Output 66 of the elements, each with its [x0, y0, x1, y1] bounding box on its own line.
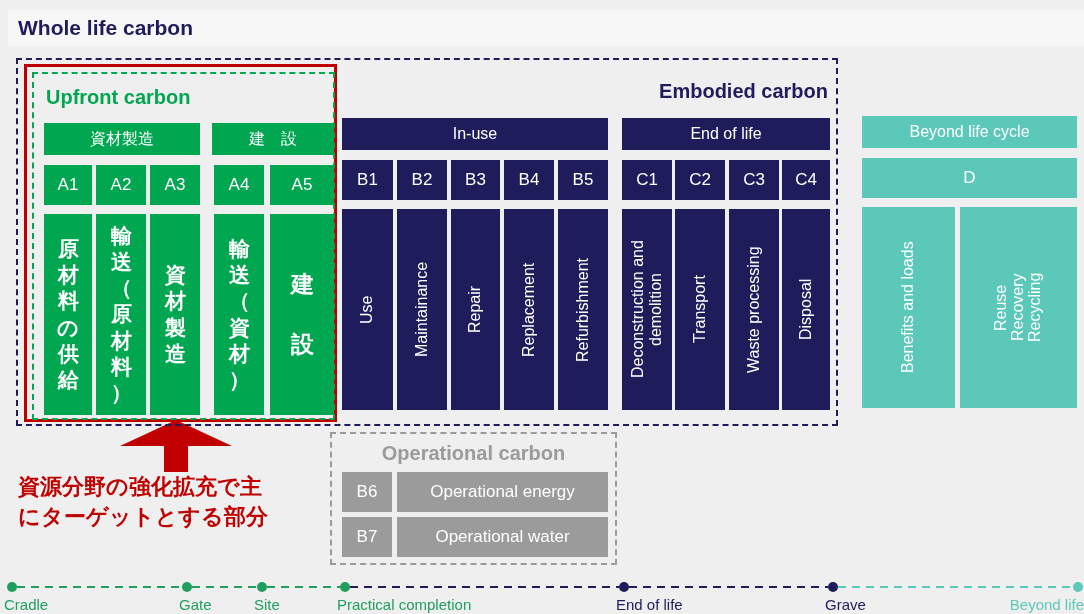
note-text: 資源分野の強化拡充で主にターゲットとする部分	[18, 472, 270, 538]
timeline-dot	[7, 582, 17, 592]
block-arrow	[120, 420, 232, 472]
phase-header: In-use	[342, 118, 608, 150]
module-code-cell: B1	[342, 160, 393, 200]
milestone-label: End of life	[616, 596, 683, 613]
dashed-timeline-line	[349, 586, 620, 588]
milestone-label: Site	[254, 596, 280, 613]
stage-cell: Replacement	[504, 209, 554, 410]
module-code-cell: A2	[96, 165, 146, 205]
timeline-dot	[340, 582, 350, 592]
group-title: Embodied carbon	[659, 80, 828, 103]
module-code-cell: B6	[342, 472, 392, 512]
milestone-label: Gate	[179, 596, 212, 613]
module-code-cell: B2	[397, 160, 447, 200]
milestone-label: Cradle	[4, 596, 49, 613]
module-code-cell: Operational energy	[397, 472, 608, 512]
timeline-dot	[182, 582, 192, 592]
module-code-cell: B7	[342, 517, 392, 557]
timeline-dot	[619, 582, 629, 592]
module-code-cell: D	[862, 158, 1077, 198]
stage-cell: 資材製造	[150, 214, 200, 415]
stage-cell: 建設	[270, 214, 334, 415]
stage-cell: Deconstruction and demolition	[622, 209, 672, 410]
dashed-timeline-line	[266, 586, 341, 588]
module-code-cell: A5	[270, 165, 334, 205]
stage-cell: Reuse Recovery Recycling	[960, 207, 1077, 408]
milestone-label: Practical completion	[337, 596, 472, 613]
stage-cell: 輸送（資材）	[214, 214, 264, 415]
stage-cell: 原材料の供給	[44, 214, 92, 415]
dashed-group-frame	[330, 432, 617, 565]
module-code-cell: A3	[150, 165, 200, 205]
phase-header: Beyond life cycle	[862, 116, 1077, 148]
dashed-timeline-line	[191, 586, 258, 588]
timeline-dot	[828, 582, 838, 592]
stage-cell: Disposal	[782, 209, 830, 410]
module-code-cell: Operational water	[397, 517, 608, 557]
module-code-cell: B4	[504, 160, 554, 200]
stage-cell: Refurbishment	[558, 209, 608, 410]
stage-cell: Transport	[675, 209, 725, 410]
group-title: Upfront carbon	[46, 86, 191, 109]
module-code-cell: A1	[44, 165, 92, 205]
module-code-cell: C4	[782, 160, 830, 200]
group-title: Operational carbon	[380, 442, 567, 465]
diagram-title: Whole life carbon	[18, 16, 193, 40]
module-code-cell: C2	[675, 160, 725, 200]
stage-cell: Maintainance	[397, 209, 447, 410]
dashed-group-frame	[16, 58, 838, 426]
stage-cell: Use	[342, 209, 393, 410]
phase-header: 資材製造	[44, 123, 200, 155]
dashed-timeline-line	[628, 586, 829, 588]
module-code-cell: C3	[729, 160, 779, 200]
stage-cell: 輸送（原材料）	[96, 214, 146, 415]
module-code-cell: C1	[622, 160, 672, 200]
milestone-label: Grave	[825, 596, 866, 613]
stage-cell: Waste processing	[729, 209, 779, 410]
module-code-cell: A4	[214, 165, 264, 205]
module-code-cell: B5	[558, 160, 608, 200]
module-code-cell: B3	[451, 160, 500, 200]
stage-cell: Repair	[451, 209, 500, 410]
timeline-dot	[257, 582, 267, 592]
phase-header: 建 設	[212, 123, 334, 155]
stage-cell: Benefits and loads	[862, 207, 955, 408]
milestone-label: Beyond life	[1009, 596, 1084, 613]
phase-header: End of life	[622, 118, 830, 150]
timeline-dot	[1073, 582, 1083, 592]
